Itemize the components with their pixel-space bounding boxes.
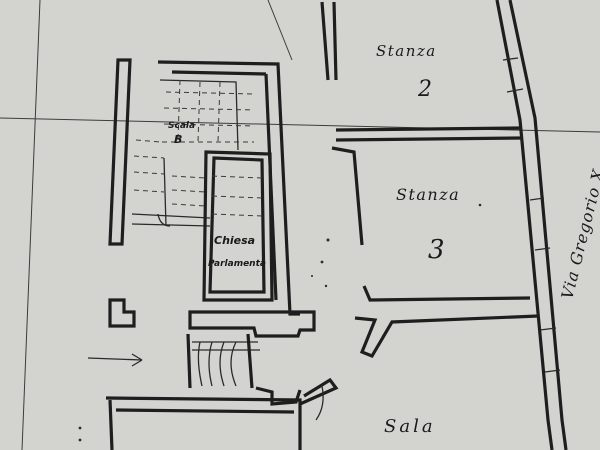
stanza-2-walls (320, 1, 523, 142)
stair-letter: B (174, 133, 182, 146)
small-fixture (108, 298, 136, 328)
stanza-2-number: 2 (417, 77, 432, 102)
entry-arrow-icon (87, 353, 143, 367)
stanza-3-number: 3 (428, 235, 445, 265)
stanza-3-name: Stanza (396, 185, 460, 204)
entry-area (105, 310, 339, 450)
stair-label: Scala (168, 121, 195, 131)
chapel-line-2: Parlamenta (208, 259, 266, 269)
street-wall (495, 0, 568, 450)
left-guide-line (21, 0, 41, 450)
diagonal-guide-line (267, 0, 293, 61)
chapel-line-1: Chiesa (214, 234, 255, 247)
chapel-box (202, 150, 274, 302)
sala-name: Sala (384, 416, 436, 437)
stair-block (108, 58, 300, 316)
scatter-marks (78, 203, 482, 442)
stanza-2-name: Stanza (376, 42, 437, 60)
stanza-3-walls (331, 146, 539, 358)
